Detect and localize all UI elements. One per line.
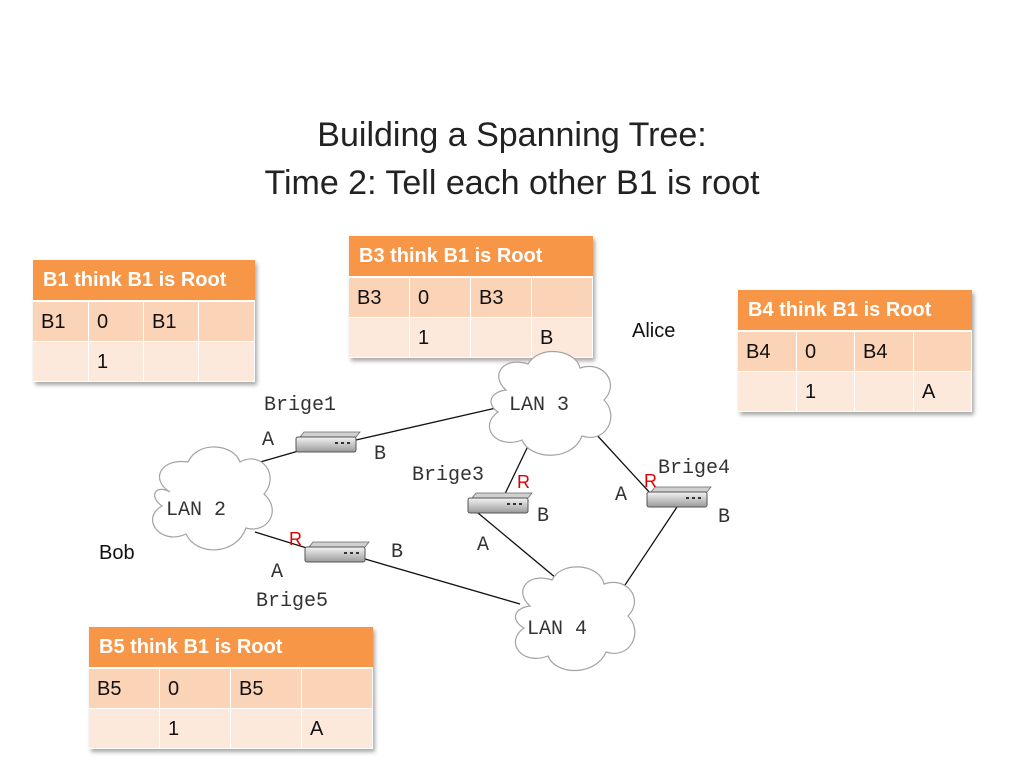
link-bridge1-lan3: [355, 407, 497, 441]
bridge5-root-port: R: [289, 529, 302, 549]
b3-cell: B3: [471, 278, 532, 318]
bridge4-switch-icon: [646, 486, 712, 508]
b5-table-header: B5 think B1 is Root: [89, 627, 373, 669]
bridge5-port-b: B: [391, 541, 403, 564]
bridge1-switch-icon: [295, 431, 361, 453]
bridge1-port-b: B: [374, 443, 386, 466]
lan4-label: LAN 4: [527, 618, 587, 641]
bridge3-root-port: R: [517, 472, 530, 492]
lan3-cloud-icon: [488, 350, 612, 456]
b1-cell: 0: [89, 302, 144, 342]
lan2-label: LAN 2: [166, 499, 226, 522]
b1-table-header: B1 think B1 is Root: [33, 260, 255, 302]
link-bridge5-lan4: [364, 558, 521, 605]
bridge4-port-a: A: [615, 484, 627, 507]
b5-cell: 0: [160, 669, 231, 709]
b4-cell: [914, 332, 972, 372]
b3-cell: B3: [349, 278, 410, 318]
link-lan2-bridge5: [254, 531, 311, 550]
bridge3-port-b: B: [537, 505, 549, 528]
bridge1-label: Brige1: [264, 394, 336, 417]
b4-cell: 0: [797, 332, 855, 372]
b3-cell: 1: [410, 318, 471, 358]
lan4-cloud-icon: [514, 566, 636, 672]
b1-cell: [33, 342, 89, 382]
slide-title-line2: Time 2: Tell each other B1 is root: [264, 164, 760, 202]
b5-state-table: B5 think B1 is Root B5 0 B5 1 A: [89, 627, 373, 749]
b3-cell: 0: [410, 278, 471, 318]
link-bridge4-lan4: [614, 506, 678, 601]
slide-title-line1: Building a Spanning Tree:: [317, 116, 707, 154]
alice-label: Alice: [632, 320, 675, 342]
b4-cell: 1: [797, 372, 855, 412]
lan2-cloud-icon: [151, 446, 273, 551]
b1-cell: B1: [33, 302, 89, 342]
b1-cell: [199, 302, 255, 342]
bridge5-port-a: A: [271, 561, 283, 584]
b3-cell: [532, 278, 593, 318]
b4-cell: B4: [855, 332, 914, 372]
bridge5-label: Brige5: [256, 590, 328, 613]
b3-state-table: B3 think B1 is Root B3 0 B3 1 B: [349, 236, 593, 358]
bridge3-label: Brige3: [412, 464, 484, 487]
b1-cell: B1: [144, 302, 199, 342]
b4-table-header: B4 think B1 is Root: [738, 290, 972, 332]
bridge3-switch-icon: [467, 492, 533, 514]
b3-cell: B: [532, 318, 593, 358]
b4-cell: [738, 372, 797, 412]
b1-cell: [199, 342, 255, 382]
b4-cell: B4: [738, 332, 797, 372]
b3-table-header: B3 think B1 is Root: [349, 236, 593, 278]
lan3-label: LAN 3: [509, 394, 569, 417]
bridge1-port-a: A: [262, 429, 274, 452]
bridge4-port-b: B: [718, 506, 730, 529]
bridge4-label: Brige4: [658, 457, 730, 480]
b5-cell: [89, 709, 160, 749]
b5-cell: B5: [231, 669, 302, 709]
b3-cell: [471, 318, 532, 358]
b4-cell: [855, 372, 914, 412]
b5-cell: B5: [89, 669, 160, 709]
link-lan3-bridge4: [594, 432, 652, 495]
b4-cell: A: [914, 372, 972, 412]
b3-cell: [349, 318, 410, 358]
bob-label: Bob: [99, 542, 135, 564]
b4-state-table: B4 think B1 is Root B4 0 B4 1 A: [738, 290, 972, 412]
bridge4-root-port: R: [644, 471, 657, 491]
b5-cell: [231, 709, 302, 749]
b5-cell: 1: [160, 709, 231, 749]
bridge3-port-a: A: [477, 534, 489, 557]
b1-state-table: B1 think B1 is Root B1 0 B1 1: [33, 260, 255, 382]
b1-cell: 1: [89, 342, 144, 382]
b5-cell: A: [302, 709, 373, 749]
link-lan3-bridge3: [502, 445, 529, 499]
b5-cell: [302, 669, 373, 709]
bridge5-switch-icon: [304, 541, 370, 563]
link-bridge3-lan4: [477, 512, 569, 589]
b1-cell: [144, 342, 199, 382]
